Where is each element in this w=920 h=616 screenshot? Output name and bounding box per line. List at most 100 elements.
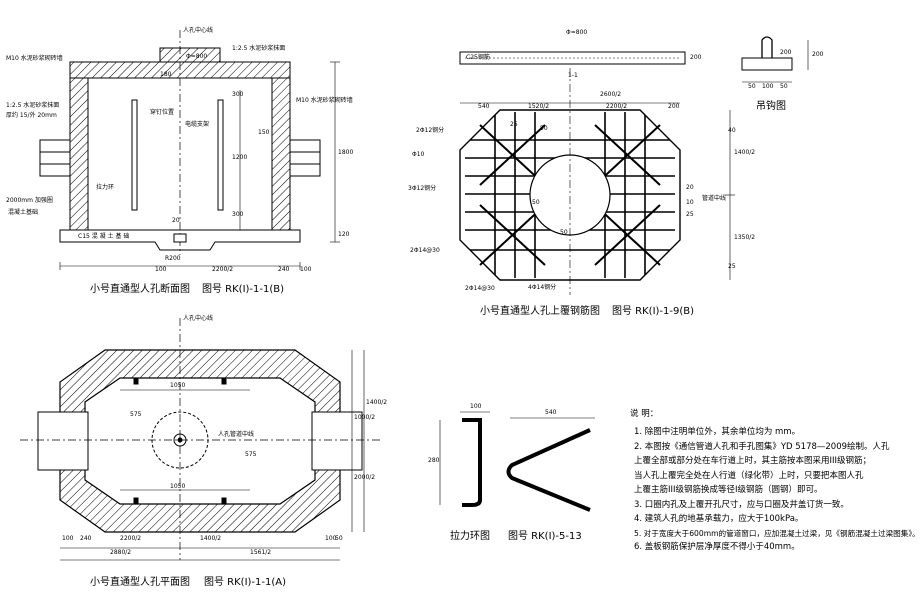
section-dim-300b: 300 [232,211,244,218]
section-dim-1800: 1800 [338,149,354,156]
section-label-mortar-top: 1:2.5 水泥砂浆抹面 [232,45,286,52]
section-pipe-right [289,139,321,177]
section-dim-top: Φ=800 [186,53,208,60]
hook-shape [761,36,773,58]
section-label-concrete-base: 混凝土基础 [8,209,39,216]
note-item: 2. 本图按《通信管道人孔和手孔图集》YD 5178—2009绘制。人孔 [634,441,890,452]
ring-top-view [506,428,591,512]
section-label-slope: 厚约 15/外 20mm [6,112,57,119]
section-label-wall-line: 穿钉位置 [150,109,175,116]
rebar-octagon [459,109,681,281]
rebar-caption: 小号直通型人孔上覆钢筋图 [480,306,600,317]
section-drawing [39,30,340,270]
section-pipe-left [39,139,71,177]
plan-dim-1050a: 1050 [170,382,186,389]
note-item: 1. 除图中注明单位外，其余单位均为 mm。 [634,427,801,437]
plan-inner-wall [84,377,316,505]
rebar-label-200b: 200 [668,103,680,110]
note-item: 当人孔上覆完全处在人行道（绿化带）上时，只要把本图人孔 [634,470,864,481]
section-label-pipe-2000: 2000mm 加强圈 [6,197,53,204]
rebar-label-2-14-30: 2Φ14@30 [410,247,440,254]
section-dim-150: 150 [258,129,270,136]
rebar-label-section: 1-1 [568,72,578,79]
rebar-label-40: 40 [728,127,736,134]
hook-drawing [741,36,809,83]
hook-dim-200: 200 [780,49,792,56]
sump [173,233,187,243]
ring-fig-no: 图号 RK(I)-5-13 [508,531,582,542]
rebar-label-10: 10 [686,199,694,206]
section-dim-100b: 100 [300,266,312,273]
rebar-label-20: 20 [686,184,694,191]
rebar-label-1400: 1400/2 [734,149,756,156]
plan-dim-100: 100 [62,535,74,542]
plan-dim-50: 50 [335,535,343,542]
hook-dim-200b: 200 [812,51,824,58]
notes-title: 说 明： [630,409,659,419]
rebar-diagonals [479,124,661,266]
section-label-mortar-left: 1:2.5 水泥砂浆抹面 [6,102,60,109]
section-label-c15: C15 混 凝 土 基 础 [78,233,130,240]
hook-dim-100: 100 [762,83,774,90]
plan-caption: 小号直通型人孔平面图 [90,577,190,588]
plan-fig-no: 图号 RK(I)-1-1(A) [204,577,287,588]
section-label-cable-rack: 电缆支架 [185,121,210,128]
note-item: 6. 盖板钢筋保护层净厚度不得小于40mm。 [634,542,800,553]
section-label-m10-right: M10 水泥砂浆砌砖墙 [296,97,353,104]
plan-label-center-axis: 人孔中心线 [183,315,214,322]
rebar-label-200: 200 [690,54,702,61]
rebar-label-top: Φ=800 [566,29,588,36]
plan-dim-575b: 575 [245,451,257,458]
section-dim-100: 100 [155,266,167,273]
hook-dim-50b: 50 [780,83,788,90]
rebar-label-2600: 2600/2 [600,91,622,98]
section-dim-2200: 2200/2 [212,266,234,273]
plan-pipe-right [311,411,363,471]
section-dim-300a: 300 [232,91,244,98]
ring-drawing [439,411,595,512]
section-label-r200: R200 [165,255,181,262]
ring-dim-280: 280 [428,457,440,464]
hook-caption: 吊钩图 [756,101,786,112]
hook-dim-50a: 50 [748,83,756,90]
drawing-sheet [20,30,809,561]
rebar-label-50c: 50 [560,229,568,236]
rebar-label-1520: 1520/2 [528,103,550,110]
cable-rack-right [217,99,224,211]
rebar-label-1350: 1350/2 [734,234,756,241]
section-label-m10-left: M10 水泥砂浆砌砖墙 [6,55,63,62]
rebar-label-2-14-30b: 2Φ14@30 [465,285,495,292]
notes-list: 1. 除图中注明单位外，其余单位均为 mm。 2. 本图按《通信管道人孔和手孔图… [634,427,920,558]
plan-drawing [20,318,380,561]
plan-pipe-left [37,411,89,471]
plan-dim-1400: 1400/2 [366,399,388,406]
plan-dim-1561: 1561/2 [250,549,272,556]
section-dim-240: 240 [278,266,290,273]
plan-dim-1050b: 1050 [170,483,186,490]
note-item: 5. 对于宽度大于600mm的管道窗口，应加混凝土过梁，见《钢筋混凝土过梁图集》… [634,528,920,538]
section-label-pull-ring: 拉力环 [96,184,115,191]
rebar-label-50a: 50 [540,125,548,132]
rebar-label-c25: C25钢筋 [466,54,490,61]
plan-dim-100b: 100 [325,535,337,542]
plan-label-pipe-center: 人孔管道中线 [218,431,255,438]
section-fig-no: 图号 RK(I)-1-1(B) [202,284,285,295]
rebar-label-25a: 25 [510,121,518,128]
plan-dim-1000: 1000/2 [354,414,376,421]
rebar-fig-no: 图号 RK(I)-1-9(B) [612,306,695,317]
note-item: 4. 建筑人孔的地基承载力，应大于100kPa。 [634,514,804,524]
section-dim-180: 180 [160,71,172,78]
section-dim-120: 120 [338,231,350,238]
section-left-wall [69,77,89,231]
rebar-label-25b: 25 [686,211,694,218]
section-right-wall [271,77,291,231]
plan-dim-240: 240 [80,535,92,542]
plan-dim-2880: 2880/2 [110,549,132,556]
plan-dim-2200: 2200/2 [120,535,142,542]
section-dim-1200: 1200 [232,154,248,161]
rebar-label-3-12: 3Φ12钢分 [408,185,437,192]
note-item: 上覆主筋III级钢筋换成等径I级钢筋（圆钢）即可。 [634,485,823,495]
ring-caption: 拉力环图 [450,531,490,542]
rebar-drawing [459,51,735,295]
rebar-label-25c: 25 [728,263,736,270]
